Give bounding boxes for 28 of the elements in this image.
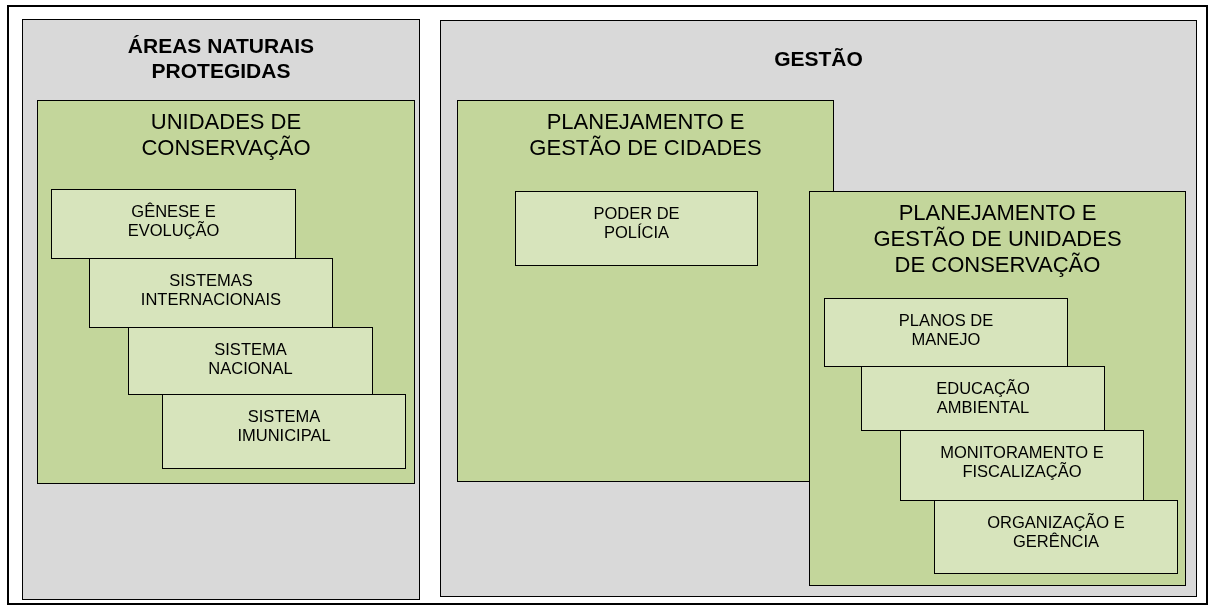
category-heading: PLANEJAMENTO E GESTÃO DE CIDADES — [528, 109, 763, 161]
topic-label: SISTEMA NACIONAL — [207, 340, 294, 379]
category-box — [457, 100, 834, 482]
category-box — [37, 100, 415, 484]
topic-box — [934, 500, 1178, 574]
group-heading: GESTÃO — [773, 47, 864, 72]
topic-box — [128, 327, 373, 395]
topic-box — [900, 430, 1144, 501]
topic-box — [51, 189, 296, 259]
category-heading: UNIDADES DE CONSERVAÇÃO — [140, 109, 312, 161]
topic-label: PODER DE POLÍCIA — [592, 204, 681, 243]
topic-label: GÊNESE E EVOLUÇÃO — [126, 202, 221, 241]
topic-label: SISTEMAS INTERNACIONAIS — [139, 271, 283, 310]
topic-label: ORGANIZAÇÃO E GERÊNCIA — [986, 513, 1126, 552]
topic-label: MONITORAMENTO E FISCALIZAÇÃO — [939, 443, 1105, 482]
topic-box — [89, 258, 333, 328]
category-box — [809, 191, 1186, 586]
topic-label: PLANOS DE MANEJO — [897, 311, 995, 350]
group-panel — [22, 19, 420, 600]
topic-label: EDUCAÇÃO AMBIENTAL — [935, 379, 1031, 418]
topic-box — [515, 191, 758, 266]
topic-box — [824, 298, 1068, 367]
topic-box — [861, 366, 1105, 431]
topic-label: SISTEMA IMUNICIPAL — [236, 407, 332, 446]
category-heading: PLANEJAMENTO E GESTÃO DE UNIDADES DE CONSERVAÇÃO — [872, 200, 1123, 278]
group-panel — [440, 20, 1197, 597]
group-heading: ÁREAS NATURAIS PROTEGIDAS — [126, 34, 316, 84]
topic-box — [162, 394, 406, 469]
